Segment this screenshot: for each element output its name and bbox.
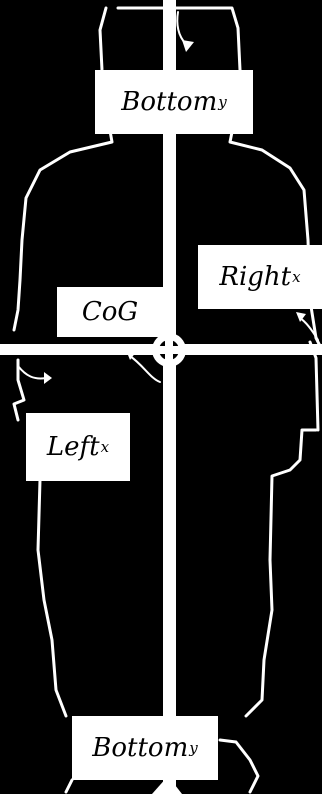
arrow-left-x [17, 365, 47, 380]
label-main-text: CoG [81, 297, 139, 327]
arrowhead-left [44, 372, 52, 384]
label-subscript: x [292, 268, 301, 286]
vertical-axis [163, 0, 176, 794]
label-cog: CoG [57, 287, 163, 337]
arrowhead-cog [126, 350, 136, 360]
label-main-text: Bottom [121, 87, 218, 117]
label-subscript: x [100, 438, 110, 456]
label-main-text: Bottom [92, 733, 189, 763]
body-silhouette-outline [12, 6, 322, 794]
label-main-text: Right [219, 262, 292, 292]
label-main-text: Left [46, 432, 100, 462]
arrowhead-top [182, 40, 194, 52]
arrow-top-bottom [176, 11, 187, 45]
label-subscript: y [189, 739, 198, 757]
arrow-cog [129, 355, 161, 383]
cog-marker [149, 330, 189, 370]
arrowhead-right [296, 312, 306, 322]
label-subscript: y [218, 93, 227, 111]
arrowhead-bottom [152, 776, 182, 794]
